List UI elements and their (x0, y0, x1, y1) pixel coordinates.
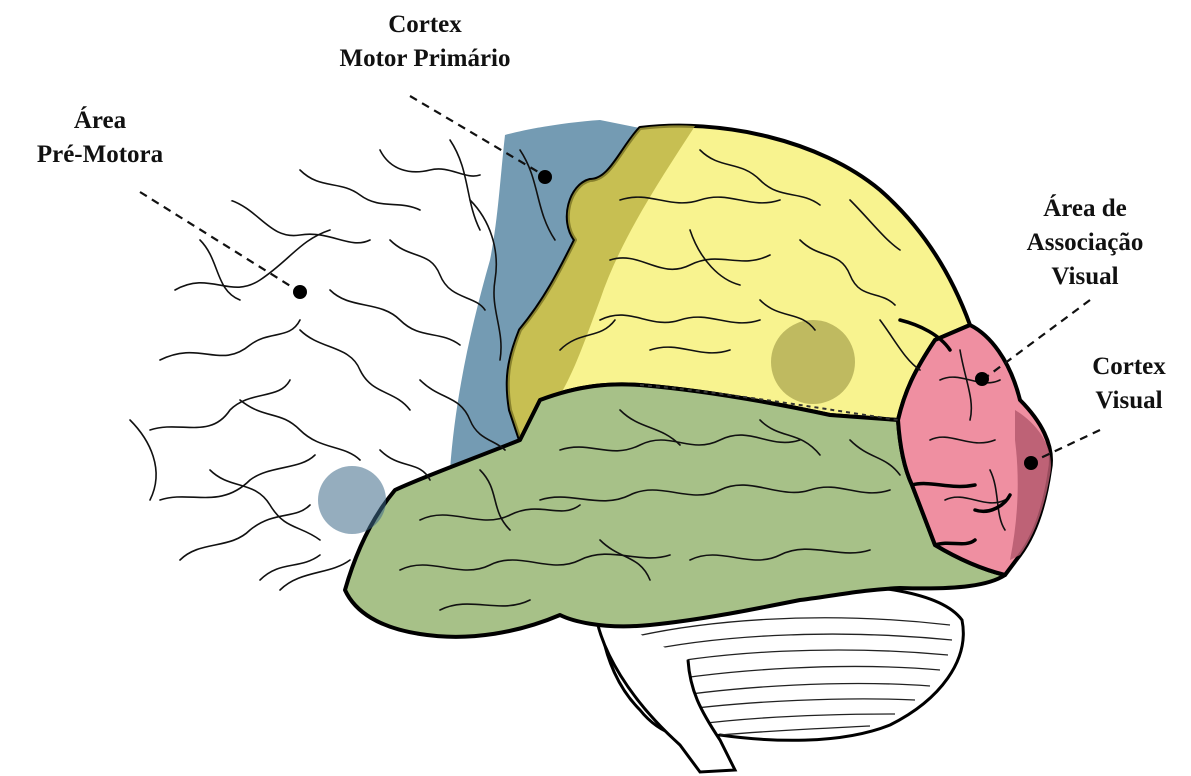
visual-label-line2: Visual (1070, 384, 1188, 418)
motor-label-line1: Cortex (290, 8, 560, 42)
premotor-label-line2: Pré-Motora (0, 138, 200, 172)
motor-dot (538, 170, 552, 184)
assoc-visual-label: Área de Associação Visual (990, 192, 1180, 294)
visual-dot (1024, 456, 1038, 470)
assoc-visual-label-line3: Visual (990, 260, 1180, 294)
assoc-visual-label-line2: Associação (990, 226, 1180, 260)
premotor-dot (293, 285, 307, 299)
motor-label-line2: Motor Primário (290, 42, 560, 76)
assoc-visual-label-line1: Área de (990, 192, 1180, 226)
premotor-label: Área Pré-Motora (0, 104, 200, 172)
visual-label: Cortex Visual (1070, 350, 1188, 418)
premotor-label-line1: Área (0, 104, 200, 138)
assoc-visual-dot (975, 372, 989, 386)
broca-spot (318, 466, 386, 534)
wernicke-spot (771, 320, 855, 404)
motor-label: Cortex Motor Primário (290, 8, 560, 76)
visual-label-line1: Cortex (1070, 350, 1188, 384)
